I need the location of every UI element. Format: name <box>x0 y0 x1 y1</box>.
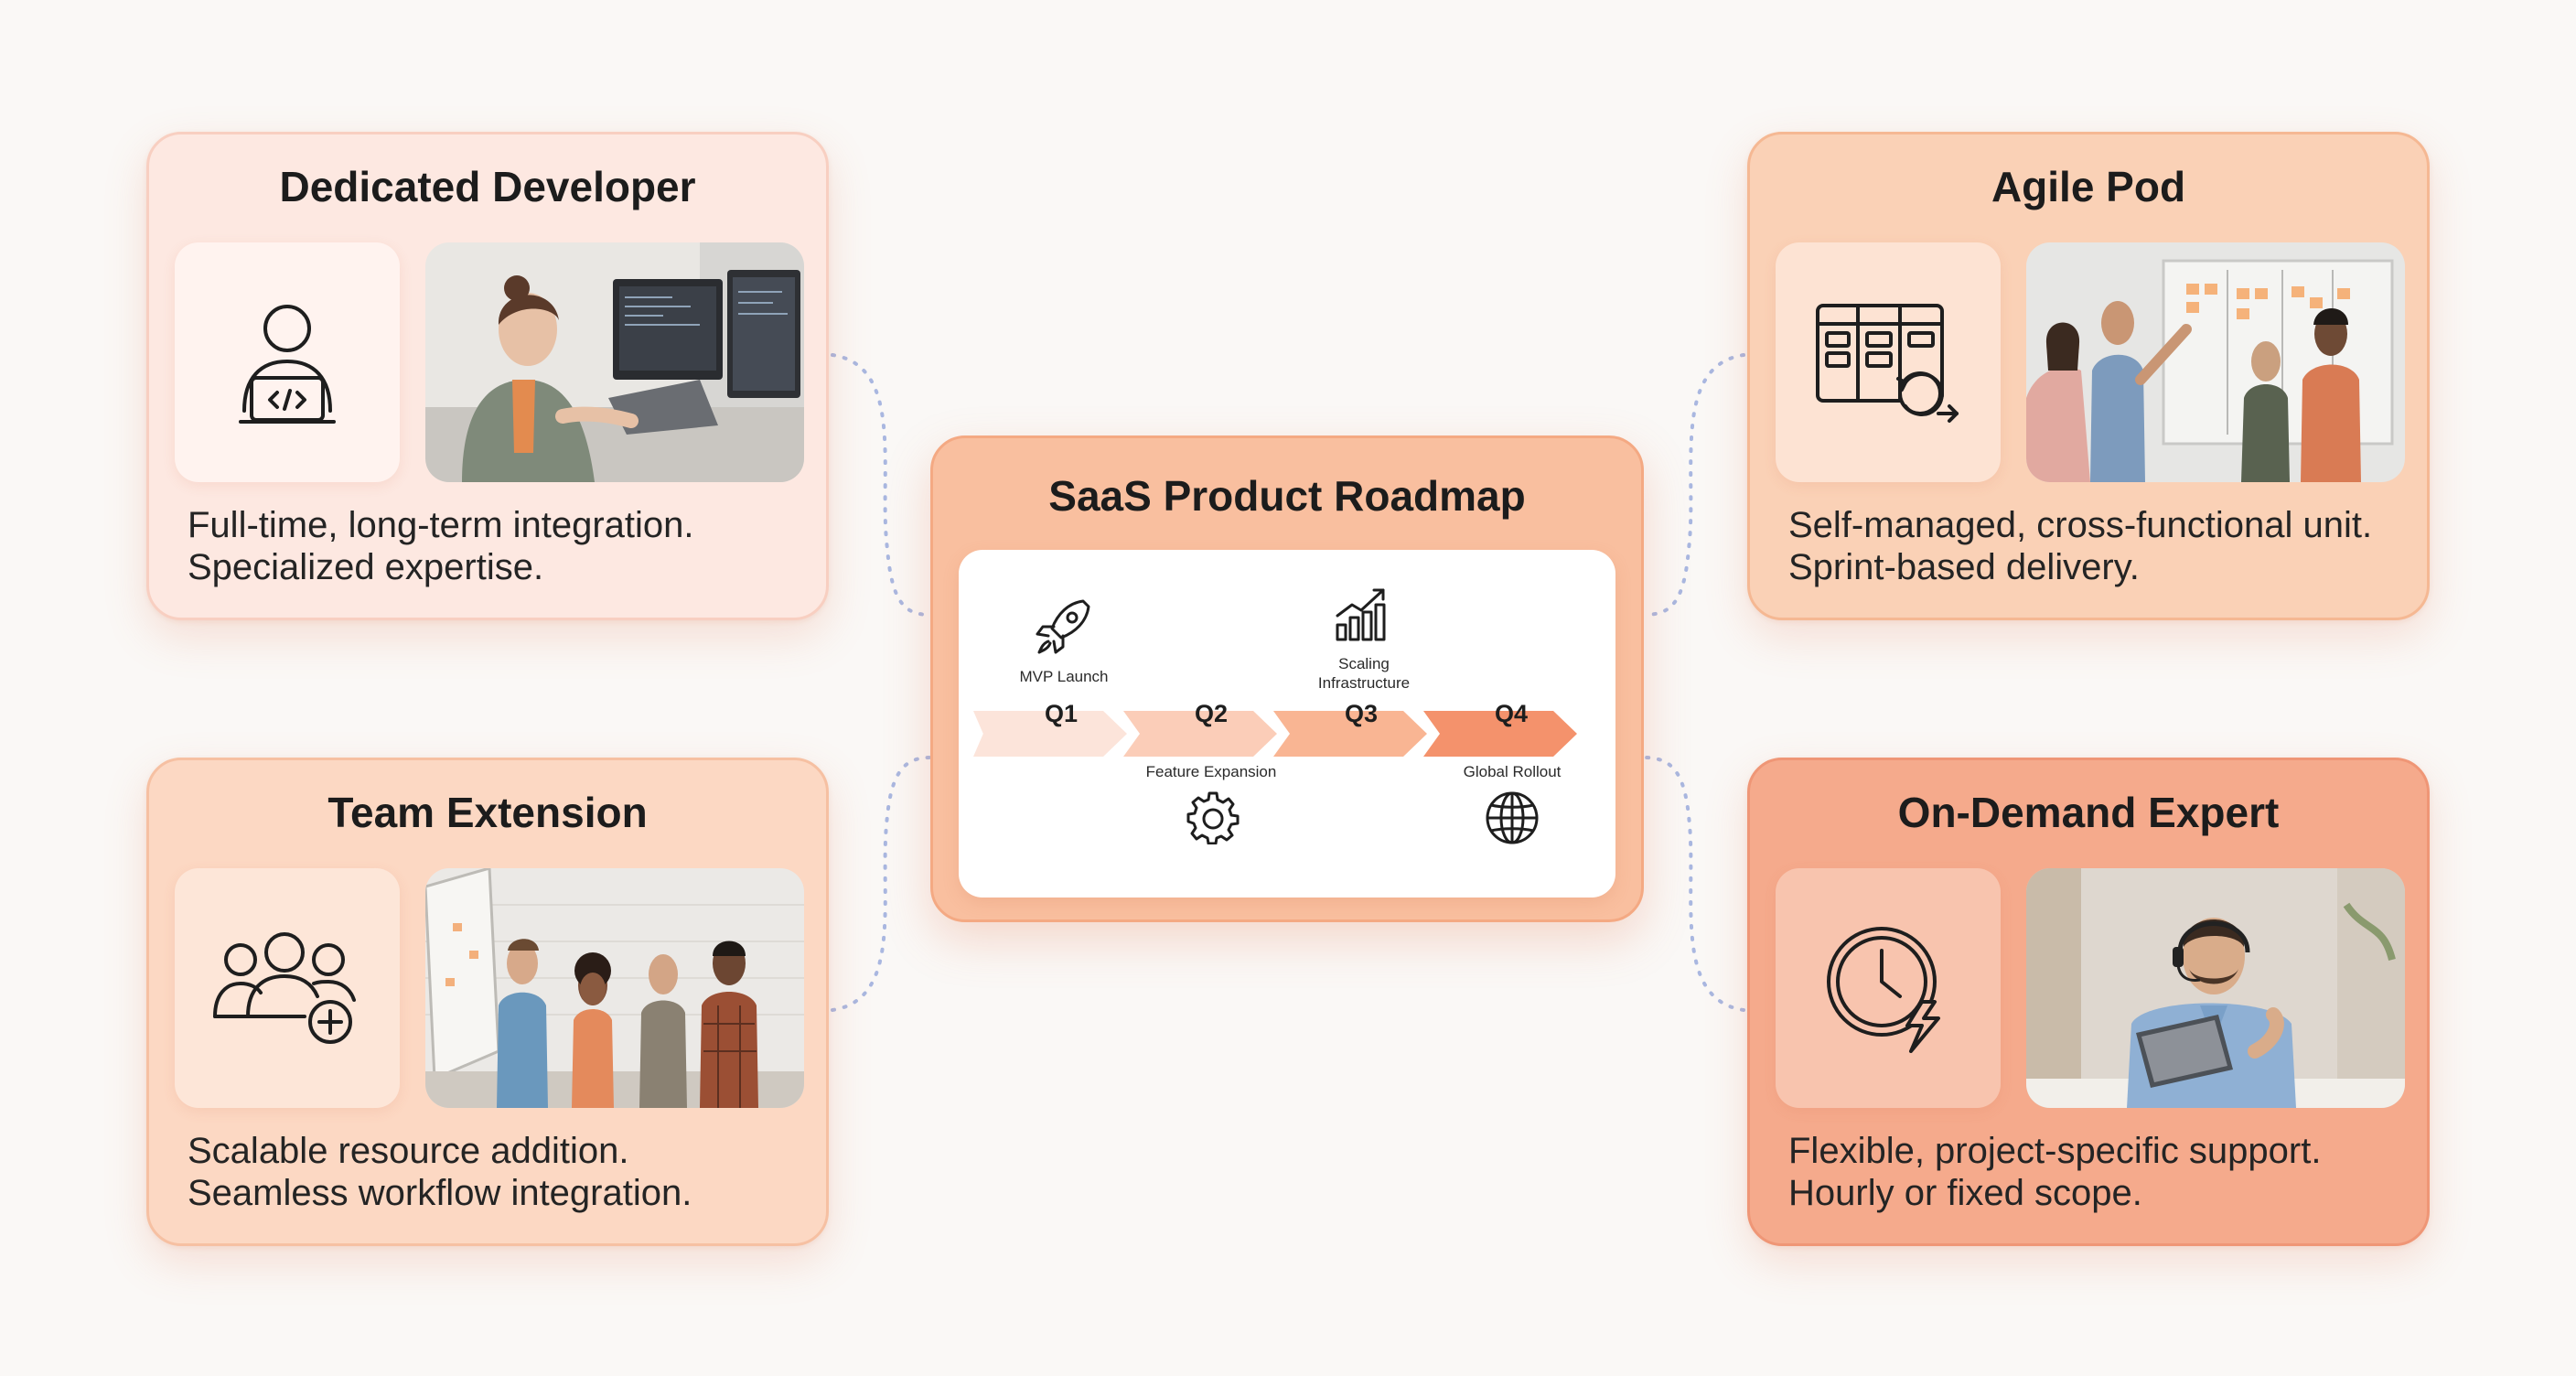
roadmap-title: SaaS Product Roadmap <box>1048 472 1526 520</box>
milestone-label-line: Infrastructure <box>1317 674 1411 692</box>
roadmap-card: SaaS Product Roadmap Q1 Q2 Q3 Q4 MVP Lau… <box>930 435 1644 922</box>
roadmap-timeline: Q1 Q2 Q3 Q4 MVP Launch <box>959 550 1615 898</box>
team-at-whiteboard-photo <box>2026 242 2405 482</box>
woman-coding-at-desk-photo <box>425 242 804 482</box>
description-line: Sprint-based delivery. <box>1788 547 2140 587</box>
quarter-label-q4: Q4 <box>1494 700 1529 727</box>
connector-agile <box>1642 353 1745 617</box>
milestone-label-line: Scaling <box>1338 655 1390 672</box>
card-dedicated-developer: Dedicated Developer <box>146 132 829 620</box>
card-title: Team Extension <box>327 789 648 836</box>
card-description: Full-time, long-term integration. Specia… <box>188 504 694 588</box>
description-line: Seamless workflow integration. <box>188 1173 692 1213</box>
description-line: Hourly or fixed scope. <box>1788 1173 2142 1213</box>
card-description: Flexible, project-specific support. Hour… <box>1788 1130 2321 1214</box>
card-description: Scalable resource addition. Seamless wor… <box>188 1130 692 1214</box>
quarter-arrows <box>973 711 1577 757</box>
description-line: Specialized expertise. <box>188 547 544 587</box>
quarter-arrow-q2 <box>1123 711 1277 757</box>
card-description: Self-managed, cross-functional unit. Spr… <box>1788 504 2372 588</box>
man-with-headset-and-tablet-photo <box>2026 868 2405 1108</box>
milestone-label-q1: MVP Launch <box>1019 668 1109 685</box>
quarter-label-q1: Q1 <box>1044 700 1079 727</box>
milestone-label-q3: Scaling Infrastructure <box>1295 654 1433 693</box>
add-team-members-icon <box>175 868 400 1108</box>
developer-laptop-icon <box>175 242 400 482</box>
connector-expert <box>1642 756 1745 1012</box>
milestone-label-q2: Feature Expansion <box>1145 763 1277 780</box>
description-line: Scalable resource addition. <box>188 1131 629 1171</box>
quarter-arrow-q4 <box>1423 711 1577 757</box>
connector-extension <box>831 756 932 1012</box>
quarter-label-q2: Q2 <box>1194 700 1229 727</box>
quarter-label-q3: Q3 <box>1344 700 1379 727</box>
clock-lightning-icon <box>1776 868 2001 1108</box>
kanban-board-cycle-icon <box>1776 242 2001 482</box>
card-team-extension: Team Extension <box>146 758 829 1246</box>
card-title: On-Demand Expert <box>1897 789 2280 836</box>
quarter-arrow-q1 <box>973 711 1127 757</box>
card-on-demand-expert: On-Demand Expert Flex <box>1747 758 2430 1246</box>
card-agile-pod: Agile Pod <box>1747 132 2430 620</box>
connector-dedicated <box>831 353 932 617</box>
description-line: Self-managed, cross-functional unit. <box>1788 505 2373 545</box>
card-title: Dedicated Developer <box>279 163 696 210</box>
quarter-arrow-q3 <box>1273 711 1427 757</box>
description-line: Flexible, project-specific support. <box>1788 1131 2322 1171</box>
card-title: Agile Pod <box>1991 163 2186 210</box>
team-standing-discussion-photo <box>425 868 804 1108</box>
milestone-label-q4: Global Rollout <box>1463 763 1562 780</box>
description-line: Full-time, long-term integration. <box>188 505 694 545</box>
